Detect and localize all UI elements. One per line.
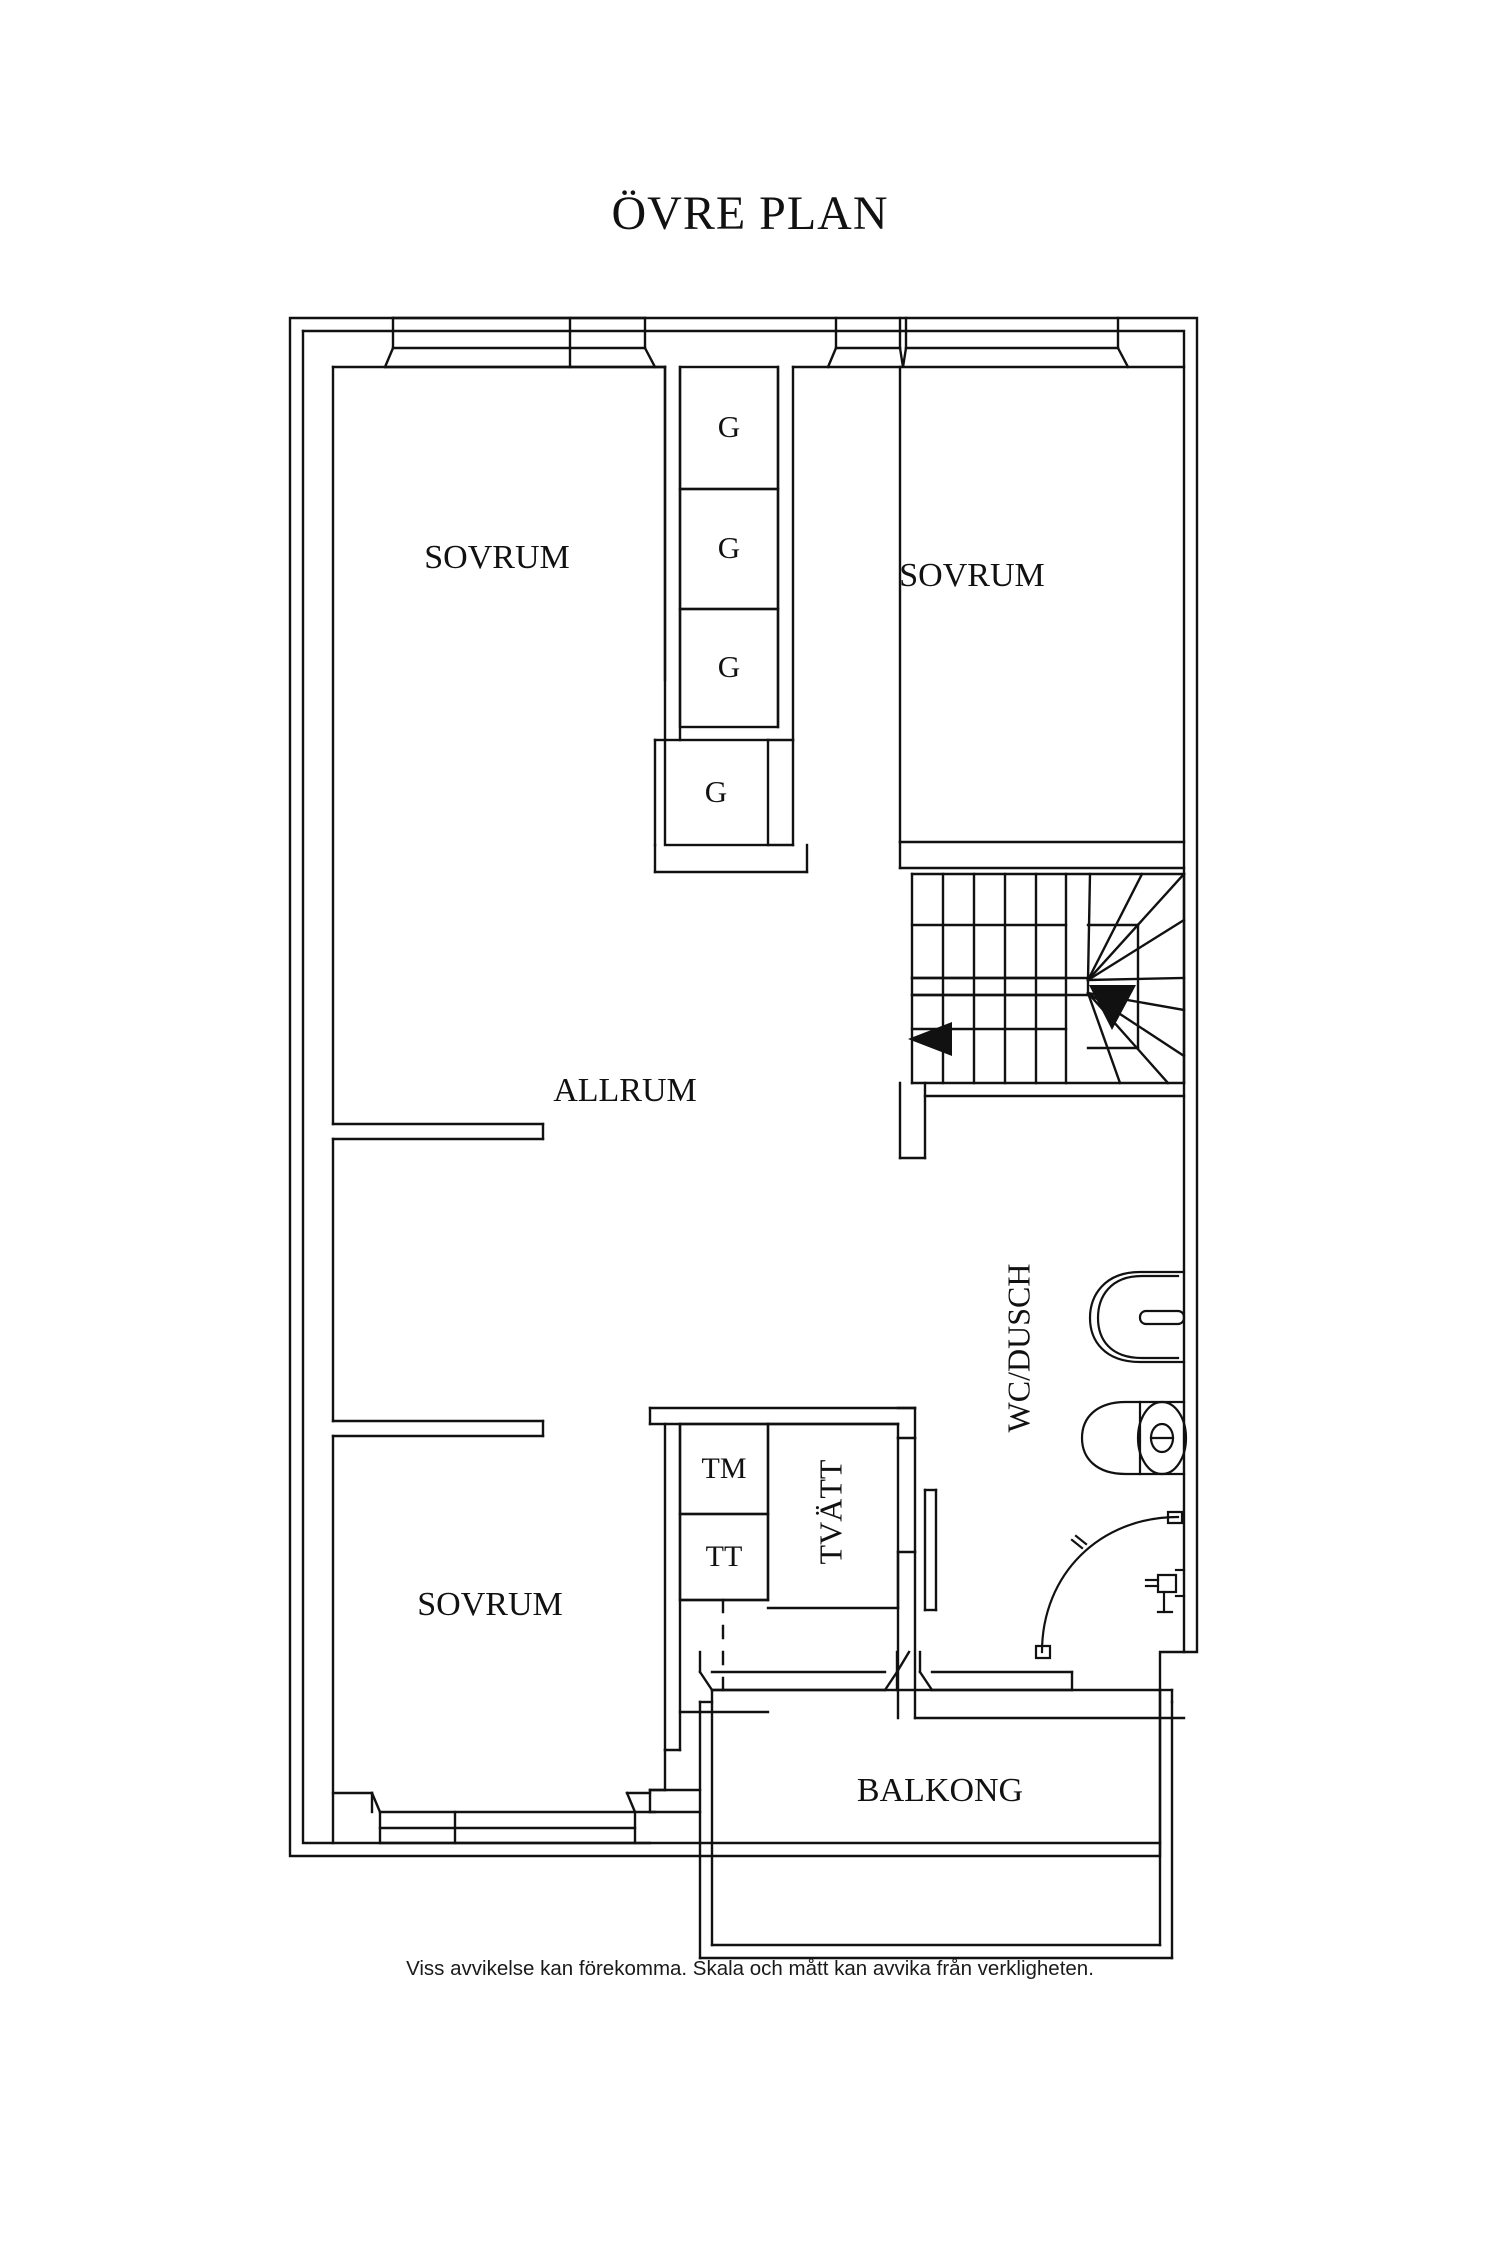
stair-direction-arrows bbox=[908, 985, 1136, 1056]
room-label-allrum: ALLRUM bbox=[553, 1072, 697, 1109]
staircase-treads bbox=[910, 872, 1090, 1085]
balcony-doors bbox=[698, 1650, 1074, 1692]
room-label-balcony: BALKONG bbox=[857, 1772, 1023, 1809]
closet-column-wardrobes bbox=[653, 365, 809, 874]
staircase-winders bbox=[1086, 872, 1186, 1085]
room-bedroom-top-right bbox=[791, 365, 1186, 844]
page-title: ÖVRE PLAN bbox=[611, 187, 889, 240]
room-bathroom bbox=[896, 1436, 1186, 1720]
appliance-label-washing-machine: TM bbox=[702, 1452, 747, 1485]
shower-icon bbox=[1034, 1510, 1186, 1660]
room-laundry bbox=[648, 1406, 917, 1752]
washbasin-icon bbox=[1088, 1270, 1186, 1364]
room-label-bedroom-bottom-left: SOVRUM bbox=[417, 1586, 562, 1623]
exterior-wall-outline bbox=[288, 316, 1199, 1858]
window-top-right-bedroom bbox=[826, 316, 1130, 369]
arrow-left-icon bbox=[908, 1022, 952, 1056]
closet-label-4: G bbox=[705, 774, 727, 809]
appliance-label-tumble-dryer: TT bbox=[706, 1540, 743, 1573]
room-label-laundry: TVÄTT bbox=[812, 1459, 848, 1564]
room-allrum bbox=[331, 1137, 545, 1438]
window-top-left-bedroom bbox=[383, 316, 667, 369]
room-label-bedroom-top-left: SOVRUM bbox=[424, 539, 569, 576]
room-bedroom-top-left bbox=[331, 365, 667, 1141]
closet-label-2: G bbox=[718, 530, 740, 565]
disclaimer-text: Viss avvikelse kan förekomma. Skala och … bbox=[406, 1957, 1094, 1980]
window-bottom-left-bedroom bbox=[331, 1791, 657, 1845]
closet-label-3: G bbox=[718, 649, 740, 684]
room-label-bathroom: WC/DUSCH bbox=[1000, 1264, 1036, 1433]
closet-label-1: G bbox=[718, 409, 740, 444]
bathroom-fixtures bbox=[1034, 1270, 1188, 1660]
room-label-bedroom-top-right: SOVRUM bbox=[899, 557, 1044, 594]
arrow-down-icon bbox=[1089, 985, 1136, 1030]
room-bedroom-bottom-left bbox=[331, 1434, 667, 1845]
toilet-icon bbox=[1080, 1400, 1188, 1476]
room-balcony bbox=[648, 1688, 1174, 1960]
